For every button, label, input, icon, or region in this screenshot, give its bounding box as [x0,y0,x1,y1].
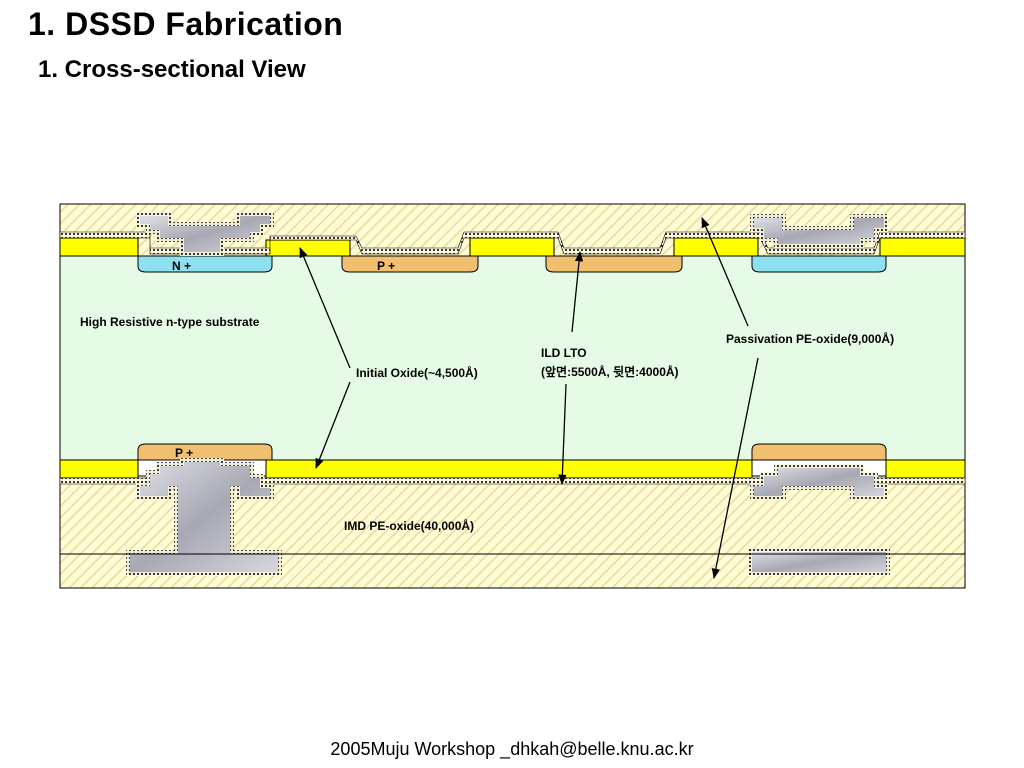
initial-oxide-top [59,237,966,257]
p-plus-implant-bottom-right [751,443,887,461]
n-plus-label: N + [172,259,191,273]
arrow-initial-oxide-top [299,247,351,369]
p-plus-bottom-label: P + [175,446,193,460]
arrow-ild-top [571,250,584,333]
n-plus-implant [137,255,273,273]
p-plus-implant-bottom-left [137,443,273,461]
leader-arrows [299,217,759,580]
ild-lto-label-line2: (앞면:5500Å, 뒷면:4000Å) [541,364,679,379]
initial-oxide-label: Initial Oxide(~4,500Å) [356,365,478,380]
p-plus-implant-top-1 [341,255,479,273]
p-plus-top-label: P + [377,259,395,273]
arrow-imd [711,357,759,580]
passivation-label: Passivation PE-oxide(9,000Å) [726,331,894,346]
arrow-passivation-top [701,217,749,327]
initial-oxide-bottom [59,459,966,479]
n-plus-implant-right [751,255,887,273]
arrow-initial-oxide-bottom [315,381,351,469]
substrate-label: High Resistive n-type substrate [80,315,260,329]
page-subtitle: 1. Cross-sectional View [38,56,306,83]
substrate [59,255,966,461]
arrow-ild-bottom [558,383,567,486]
ild-lto-bottom [59,477,966,485]
ild-lto-top [59,231,966,255]
imd-label: IMD PE-oxide(40,000Å) [344,518,474,533]
footer-text: 2005Muju Workshop _dhkah@belle.knu.ac.kr [330,739,694,759]
page-title: 1. DSSD Fabrication [28,6,344,42]
ild-lto-label-line1: ILD LTO [541,346,587,360]
p-plus-implant-top-2 [545,255,683,273]
